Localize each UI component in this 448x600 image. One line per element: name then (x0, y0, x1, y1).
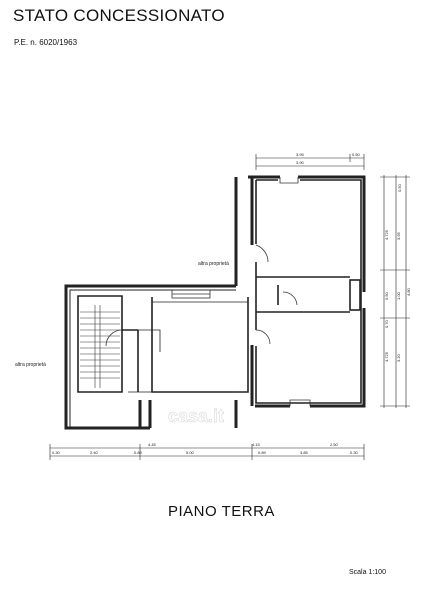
dimension-label: 4.725 (384, 351, 389, 362)
practice-number: P.E. n. 6020/1963 (14, 38, 78, 47)
window (289, 399, 311, 406)
dimension-label: 4.725 (384, 229, 389, 240)
stairs (80, 305, 120, 388)
door-swing (105, 329, 123, 347)
dimension-label: 0.30 (52, 450, 61, 455)
doors (105, 177, 311, 406)
dimension-label: 3.95 (396, 231, 401, 240)
dimension-label: 2.50 (330, 442, 339, 447)
neighbor-top-label: altra proprietà (198, 261, 229, 267)
dimension-label: 4.15 (252, 442, 261, 447)
dimension-label: 0.89 (134, 450, 143, 455)
dimension-label: 4.45 (148, 442, 157, 447)
dimension-label: 0.50 (397, 183, 402, 192)
dimension-label: 3.85 (300, 450, 309, 455)
bottom-dimension-lines (49, 444, 365, 460)
door-swing (255, 329, 271, 345)
dimension-label: 5.00 (186, 450, 195, 455)
dimension-label: 0.30 (350, 450, 359, 455)
dimension-label: 4.80 (406, 287, 411, 296)
watermark: casa.it (168, 406, 224, 426)
dimension-label: 1.00 (396, 291, 401, 300)
dimension-label: 3.95 (296, 152, 305, 157)
column (349, 279, 361, 311)
inner-walls (77, 179, 362, 404)
dimension-label: 0.70 (384, 319, 389, 328)
scale-label: Scala 1:100 (349, 569, 386, 576)
neighbor-left-label: altra proprietà (15, 362, 46, 368)
door-swing (255, 244, 269, 263)
window (279, 177, 299, 184)
floor-name: PIANO TERRA (168, 503, 275, 520)
dimension-label: 0.50 (384, 291, 389, 300)
dimension-label: 3.20 (396, 353, 401, 362)
door-swing (282, 291, 298, 306)
top-dimension-line (255, 154, 365, 170)
dimension-label: 0.89 (258, 450, 267, 455)
right-dimension-lines (380, 175, 410, 408)
drawing-title: STATO CONCESSIONATO (13, 6, 225, 25)
walls (64, 175, 366, 430)
dimension-label: 3.90 (296, 160, 305, 165)
dimension-label: 2.40 (90, 450, 99, 455)
dimension-label: 0.50 (352, 152, 361, 157)
